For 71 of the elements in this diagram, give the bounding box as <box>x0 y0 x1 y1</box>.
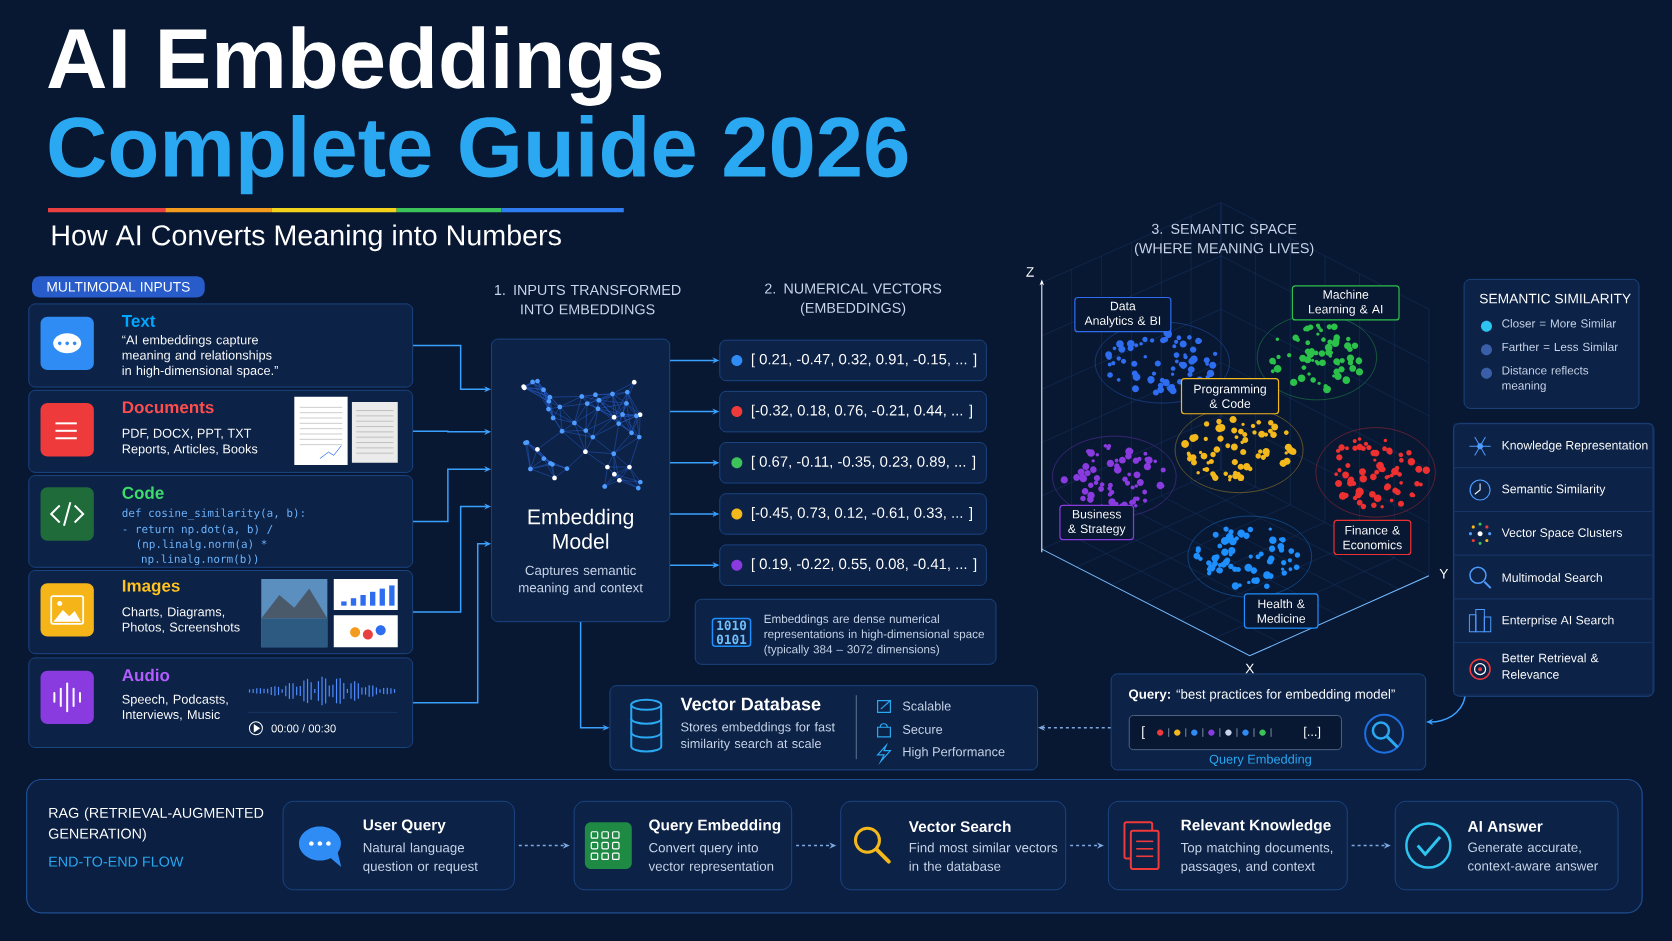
axis-label: Y <box>1439 568 1449 579</box>
feature-label: Knowledge Representation <box>1502 440 1648 452</box>
legend-text: Farther = Less Similar <box>1502 342 1618 352</box>
section-heading: 2. NUMERICAL VECTORS (EMBEDDINGS) <box>765 283 942 316</box>
step-description: Generate accurate, context-aware answer <box>1468 842 1598 871</box>
cluster-label: Machine Learning & AI <box>1291 285 1400 321</box>
panel-title: Vector Database <box>680 697 821 711</box>
feature-panel <box>1453 422 1655 697</box>
model-description: Captures semantic meaning and context <box>519 565 643 595</box>
cluster-label: Health & Medicine <box>1243 593 1319 629</box>
vector-values: [-0.45, 0.73, 0.12, -0.61, 0.33, ... ] <box>751 507 972 521</box>
code-line: (np.linalg.norm(a) * <box>137 539 267 551</box>
feature-label: Multimodal Search <box>1502 572 1602 582</box>
feature-label: Semantic Similarity <box>1502 484 1606 496</box>
subtitle: How AI Converts Meaning into Numbers <box>52 224 561 252</box>
vector-values: [-0.32, 0.18, 0.76, -0.21, 0.44, ... ] <box>751 404 972 419</box>
cluster-label: Finance & Economics <box>1333 519 1412 556</box>
feature-label: Vector Space Clusters <box>1501 528 1622 540</box>
title: Complete Guide 2026 <box>49 115 908 195</box>
card-title: Audio <box>122 668 170 682</box>
step-title: Relevant Knowledge <box>1181 819 1331 834</box>
card-title: Images <box>122 579 180 596</box>
step-description: Top matching documents, passages, and context <box>1180 842 1333 874</box>
model-title: Embedding Model <box>528 508 633 549</box>
code-line: np.linalg.norm(b)) <box>142 554 258 566</box>
flow-heading: RAG (RETRIEVAL-AUGMENTED GENERATION) <box>48 807 264 842</box>
card-description: PDF, DOCX, PPT, TXT <box>122 428 252 440</box>
axis-label: Z <box>1026 267 1034 277</box>
panel-description: Stores embeddings for fast similarity search at scale <box>680 722 835 751</box>
feature-label: High Performance <box>903 746 1005 759</box>
section-tag: MULTIMODAL INPUTS <box>32 276 205 298</box>
step-title: AI Answer <box>1467 821 1543 832</box>
step-title: Query Embedding <box>649 819 781 834</box>
section-heading: 1. INPUTS TRANSFORMED INTO EMBEDDINGS <box>495 284 681 315</box>
bracket-label: [...] <box>1304 726 1321 739</box>
embedding-label: Query Embedding <box>1209 754 1311 767</box>
step-description: Find most similar vectors in the database <box>909 842 1058 871</box>
query-text: Query: “best practices for embedding model” <box>1128 689 1395 702</box>
vector-values: [ 0.21, -0.47, 0.32, 0.91, -0.15, ... ] <box>751 353 977 368</box>
step-description: Convert query into vector representation <box>648 842 774 874</box>
feature-label: Enterprise AI Search <box>1502 615 1614 627</box>
card-title: Code <box>122 486 164 499</box>
legend-text: Distance reflects meaning <box>1502 365 1589 393</box>
time-label: 00:00 / 00:30 <box>271 724 336 733</box>
card-description: Reports, Articles, Books <box>122 444 258 456</box>
axis-label: X <box>1245 663 1255 674</box>
title: AI Embeddings <box>48 26 662 106</box>
step-title: User Query <box>363 819 446 834</box>
card-description: “AI embeddings capture meaning and relationships in high-dimensional space.” <box>122 335 278 378</box>
cluster-label: Business & Strategy <box>1059 504 1135 541</box>
feature-label: Better Retrieval & Relevance <box>1502 653 1599 679</box>
card-description: Charts, Diagrams, Photos, Screenshots <box>122 606 240 634</box>
panel-heading: SEMANTIC SIMILARITY <box>1479 293 1631 304</box>
code-line: def cosine_similarity(a, b): <box>122 508 304 520</box>
vector-values: [ 0.19, -0.22, 0.55, 0.08, -0.41, ... ] <box>751 558 977 573</box>
feature-label: Scalable <box>902 701 951 711</box>
cluster-label: Data Analytics & BI <box>1074 296 1172 333</box>
vector-values: [ 0.67, -0.11, -0.35, 0.23, 0.89, ... ] <box>751 455 976 470</box>
step-title: Vector Search <box>908 820 1011 833</box>
code-line: - return np.dot(a, b) / <box>123 524 273 536</box>
cluster-label: Programming & Code <box>1180 377 1280 415</box>
card-title: Text <box>121 315 156 327</box>
feature-label: Secure <box>902 724 943 734</box>
card-title: Documents <box>122 401 214 414</box>
flow-subheading: END-TO-END FLOW <box>49 856 184 867</box>
legend-text: Closer = More Similar <box>1502 319 1616 328</box>
bracket-label: [ <box>1142 726 1145 739</box>
card-description: Speech, Podcasts, Interviews, Music <box>122 694 228 721</box>
note-text: Embeddings are dense numerical representations in high-dimensional space (typically 384 – 3072 dimensions) <box>764 614 984 656</box>
step-description: Natural language question or request <box>363 842 478 874</box>
section-heading: 3. SEMANTIC SPACE (WHERE MEANING LIVES) <box>1134 223 1314 257</box>
